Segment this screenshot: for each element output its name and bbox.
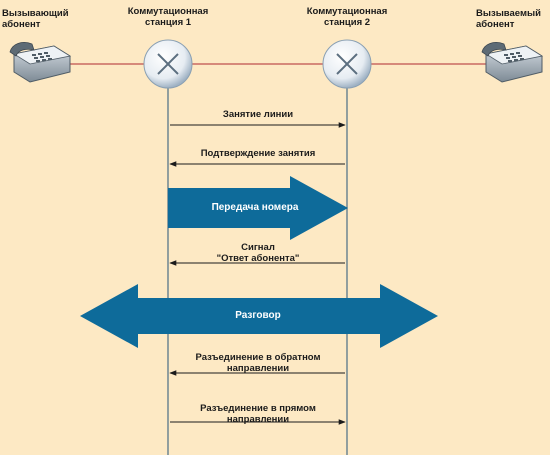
- message-label-ack: Подтверждение занятия: [170, 148, 346, 159]
- switch-2-icon: [322, 39, 372, 89]
- conversation-arrow: [80, 284, 438, 348]
- number-transfer-arrow: [168, 176, 348, 240]
- caller-label-line2: абонент: [2, 19, 41, 30]
- message-label-release-forward: Разъединение в прямом направлении: [170, 403, 346, 425]
- callee-phone-icon: [481, 42, 544, 83]
- caller-phone-icon: [9, 42, 72, 83]
- message-label-answer: Сигнал "Ответ абонента": [170, 242, 346, 264]
- callee-label-line1: Вызываемый: [476, 8, 541, 19]
- message-label-release-backward: Разъединение в обратном направлении: [170, 352, 346, 374]
- message-text: Разъединение в обратном: [195, 352, 321, 363]
- message-text: Разъединение в прямом: [200, 403, 316, 414]
- switch-1-icon: [143, 39, 193, 89]
- message-text-line2: направлении: [226, 414, 290, 425]
- station-2-label-line2: станция 2: [323, 17, 371, 28]
- caller-label-line1: Вызывающий: [2, 8, 69, 19]
- conversation-label: Разговор: [235, 310, 281, 321]
- message-label-seize: Занятие линии: [170, 109, 346, 120]
- caller-label: Вызывающий абонент: [2, 8, 69, 30]
- station-2-label-line1: Коммутационная: [306, 6, 388, 17]
- message-text: Подтверждение занятия: [200, 148, 316, 159]
- callee-label-line2: абонент: [476, 19, 515, 30]
- message-text: Сигнал: [241, 242, 275, 253]
- message-text-line2: направлении: [226, 363, 290, 374]
- number-transfer-label: Передача номера: [211, 202, 299, 213]
- station-1-label-line2: станция 1: [144, 17, 192, 28]
- message-text: Занятие линии: [222, 109, 294, 120]
- message-text-line2: "Ответ абонента": [216, 253, 300, 264]
- station-1-label: Коммутационная станция 1: [118, 6, 218, 28]
- callee-label: Вызываемый абонент: [476, 8, 548, 30]
- station-1-label-line1: Коммутационная: [127, 6, 209, 17]
- station-2-label: Коммутационная станция 2: [297, 6, 397, 28]
